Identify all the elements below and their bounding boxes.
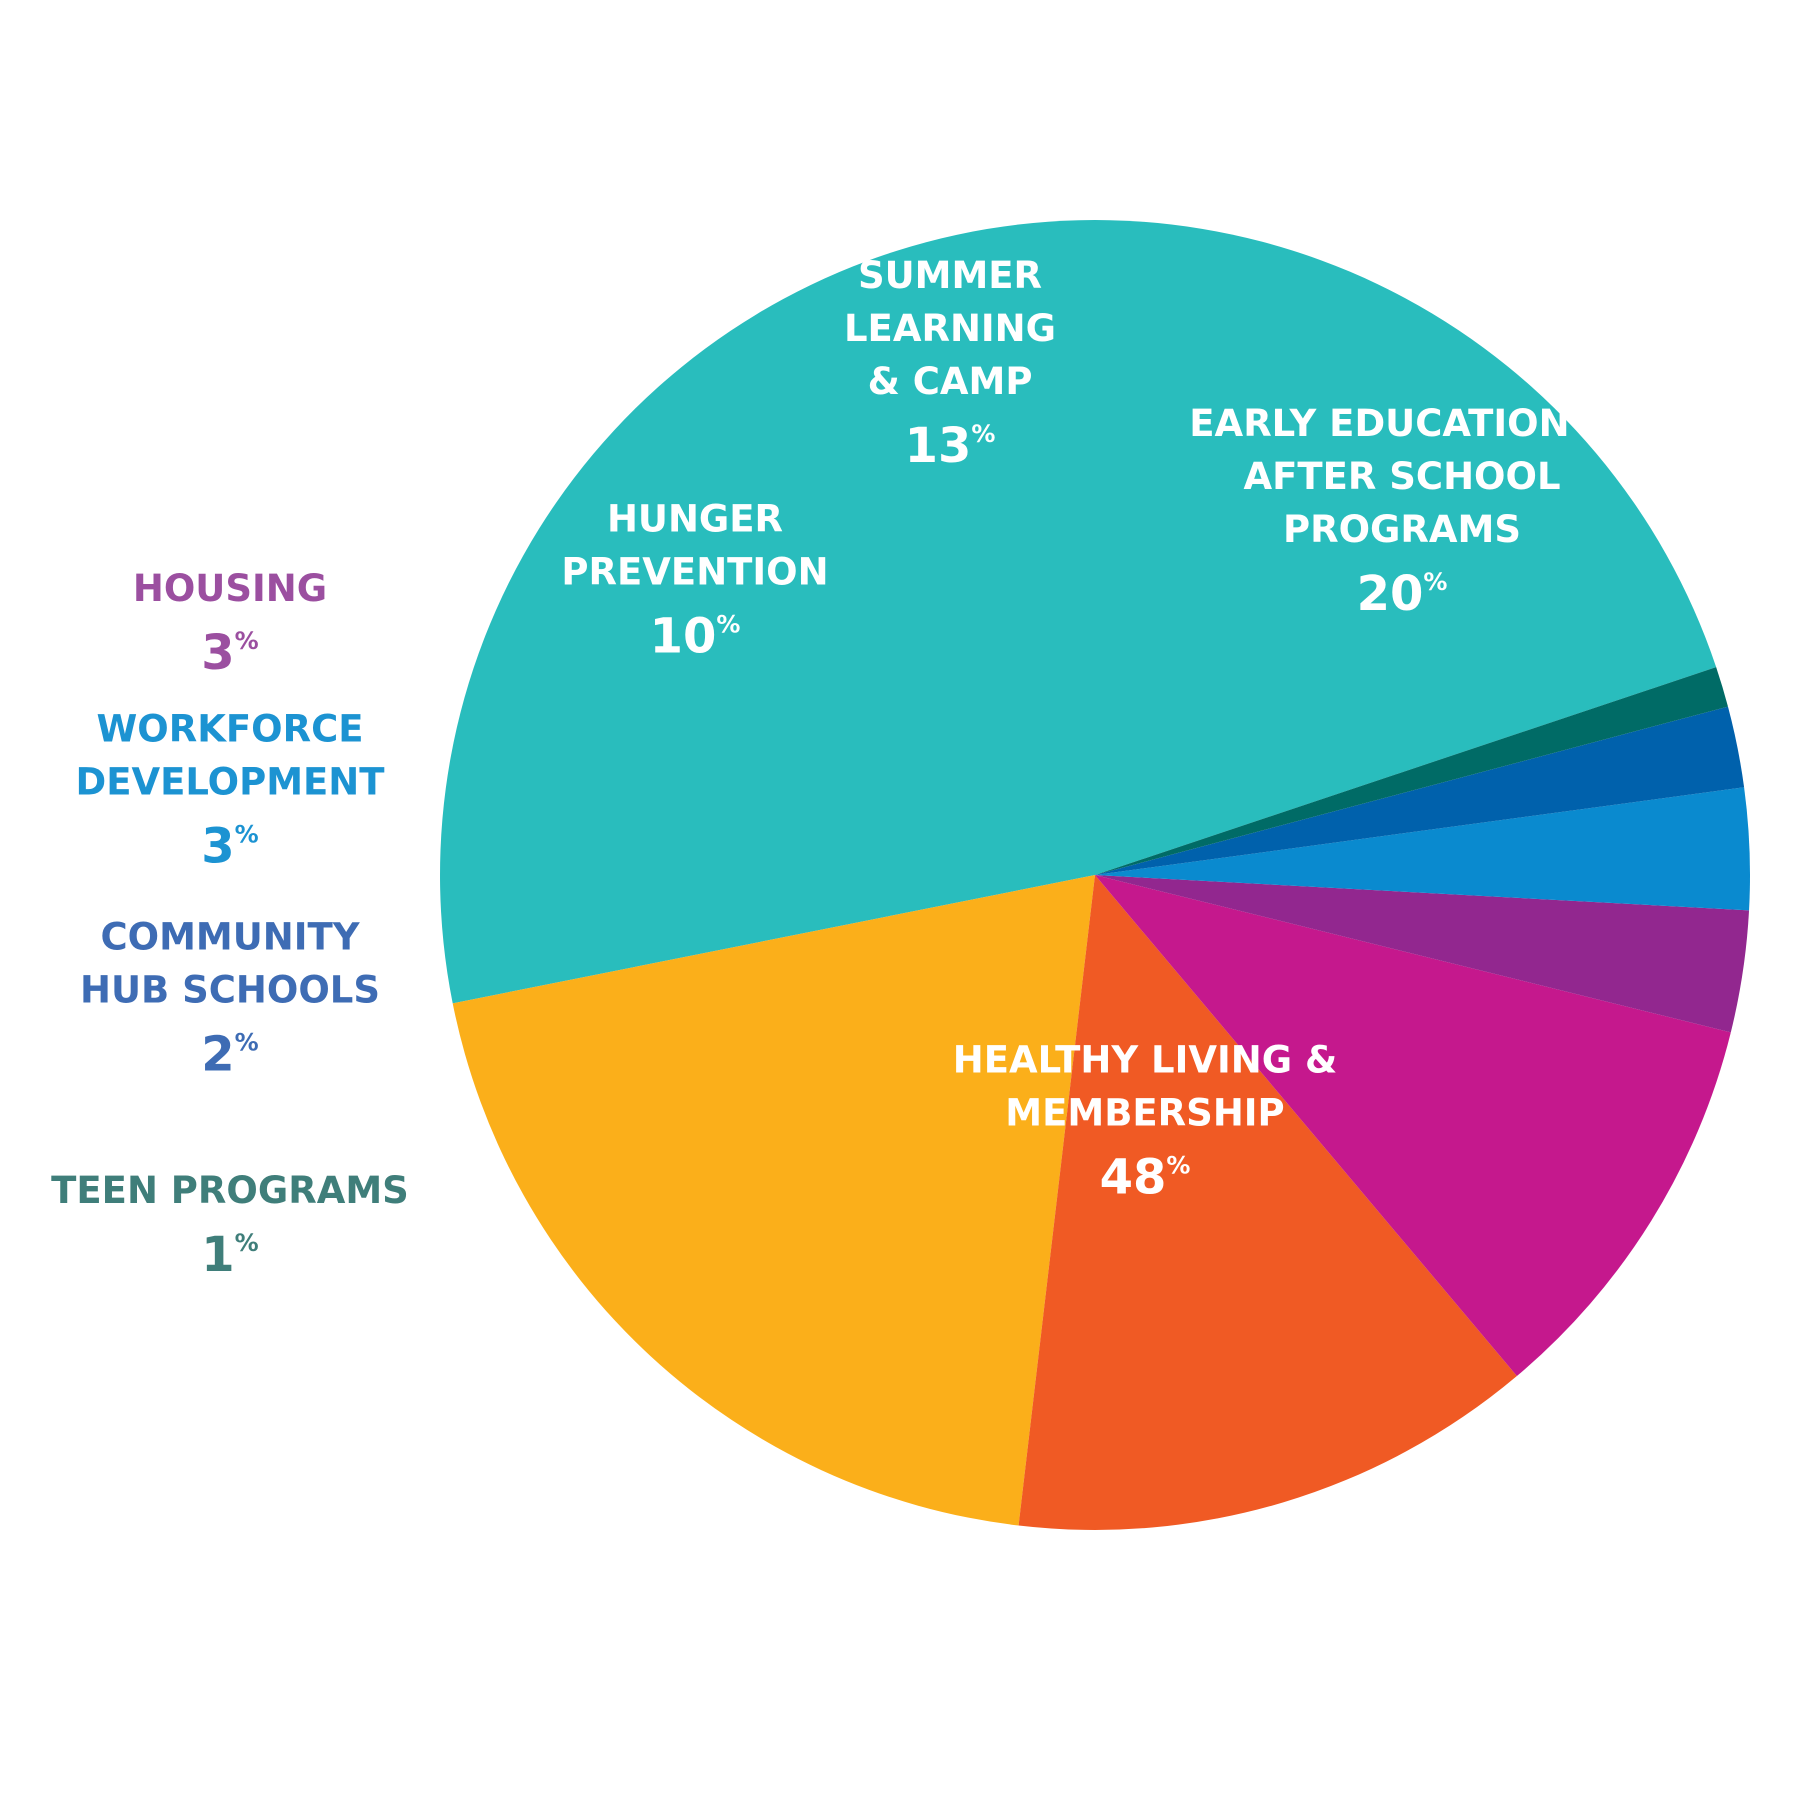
percent-sign: % [235, 820, 259, 848]
slice-value-label: 3% [201, 625, 258, 681]
slice-value-label: 13% [905, 418, 996, 474]
pie-slice-early-education-after-school-programs [452, 875, 1095, 1526]
slice-value-label: 1% [201, 1227, 258, 1283]
slice-label-line: HUB SCHOOLS [80, 968, 380, 1011]
slice-label-line: HEALTHY LIVING & [953, 1038, 1337, 1081]
slice-label-line: AFTER SCHOOL [1243, 455, 1560, 498]
slice-label-early-education-after-school-programs: EARLY EDUCATION & AFTER SCHOOL PROGRAMS 20% [1189, 402, 1614, 622]
percent-sign: % [235, 1229, 259, 1257]
slice-label-line: COMMUNITY [100, 915, 360, 958]
slice-value-label: 10% [650, 608, 741, 664]
slice-value-label: 48% [1100, 1149, 1191, 1205]
slice-label-line: MEMBERSHIP [1005, 1091, 1284, 1134]
slice-value-number: 3 [201, 818, 234, 874]
slice-label-line: WORKFORCE [96, 707, 363, 750]
slice-value-number: 20 [1357, 566, 1424, 622]
slice-label-line: & CAMP [868, 360, 1033, 403]
slice-label-line: PROGRAMS [1283, 508, 1521, 551]
pie-slice-healthy-living-membership [440, 220, 1717, 1004]
pie-slice-housing [1095, 875, 1750, 1033]
pie-slice-workforce-development [1095, 787, 1750, 911]
slice-value-number: 3 [201, 625, 234, 681]
slice-value-label: 3% [201, 818, 258, 874]
percent-sign: % [1423, 568, 1447, 596]
slice-label-line: HOUSING [133, 567, 327, 610]
pie-slice-community-hub-schools [1095, 706, 1745, 875]
pie-slice-summer-learning-camp [1018, 875, 1517, 1531]
slice-label-hunger-prevention: HUNGER PREVENTION 10% [561, 497, 828, 664]
slice-label-housing: HOUSING 3% [133, 567, 327, 681]
slice-value-label: 2% [201, 1026, 258, 1082]
slice-label-line: HUNGER [607, 497, 783, 540]
slice-label-workforce-development: WORKFORCE DEVELOPMENT 3% [75, 707, 385, 874]
slice-label-line: SUMMER [858, 254, 1042, 297]
slice-label-line: EARLY EDUCATION & [1189, 402, 1614, 445]
slice-label-line: LEARNING [844, 307, 1056, 350]
pie-slice-hunger-prevention [1095, 875, 1731, 1377]
slice-label-healthy-living-membership: HEALTHY LIVING & MEMBERSHIP 48% [953, 1038, 1337, 1205]
slice-label-teen-programs: TEEN PROGRAMS 1% [51, 1169, 409, 1283]
percent-sign: % [235, 1028, 259, 1056]
slice-label-line: TEEN PROGRAMS [51, 1169, 409, 1212]
slice-label-line: DEVELOPMENT [75, 760, 385, 803]
slice-value-number: 1 [201, 1227, 234, 1283]
percent-sign: % [971, 420, 995, 448]
slice-label-summer-learning-camp: SUMMER LEARNING & CAMP 13% [844, 254, 1056, 474]
slice-value-number: 13 [905, 418, 972, 474]
percent-sign: % [235, 627, 259, 655]
slices-layer [440, 220, 1750, 1531]
pie-slice-teen-programs [1095, 667, 1728, 875]
slice-label-line: PREVENTION [561, 550, 828, 593]
slice-value-number: 10 [650, 608, 717, 664]
percent-sign: % [716, 610, 740, 638]
slice-value-label: 20% [1357, 566, 1448, 622]
percent-sign: % [1166, 1151, 1190, 1179]
slice-value-number: 48 [1100, 1149, 1167, 1205]
slice-label-community-hub-schools: COMMUNITY HUB SCHOOLS 2% [80, 915, 380, 1082]
slice-value-number: 2 [201, 1026, 234, 1082]
